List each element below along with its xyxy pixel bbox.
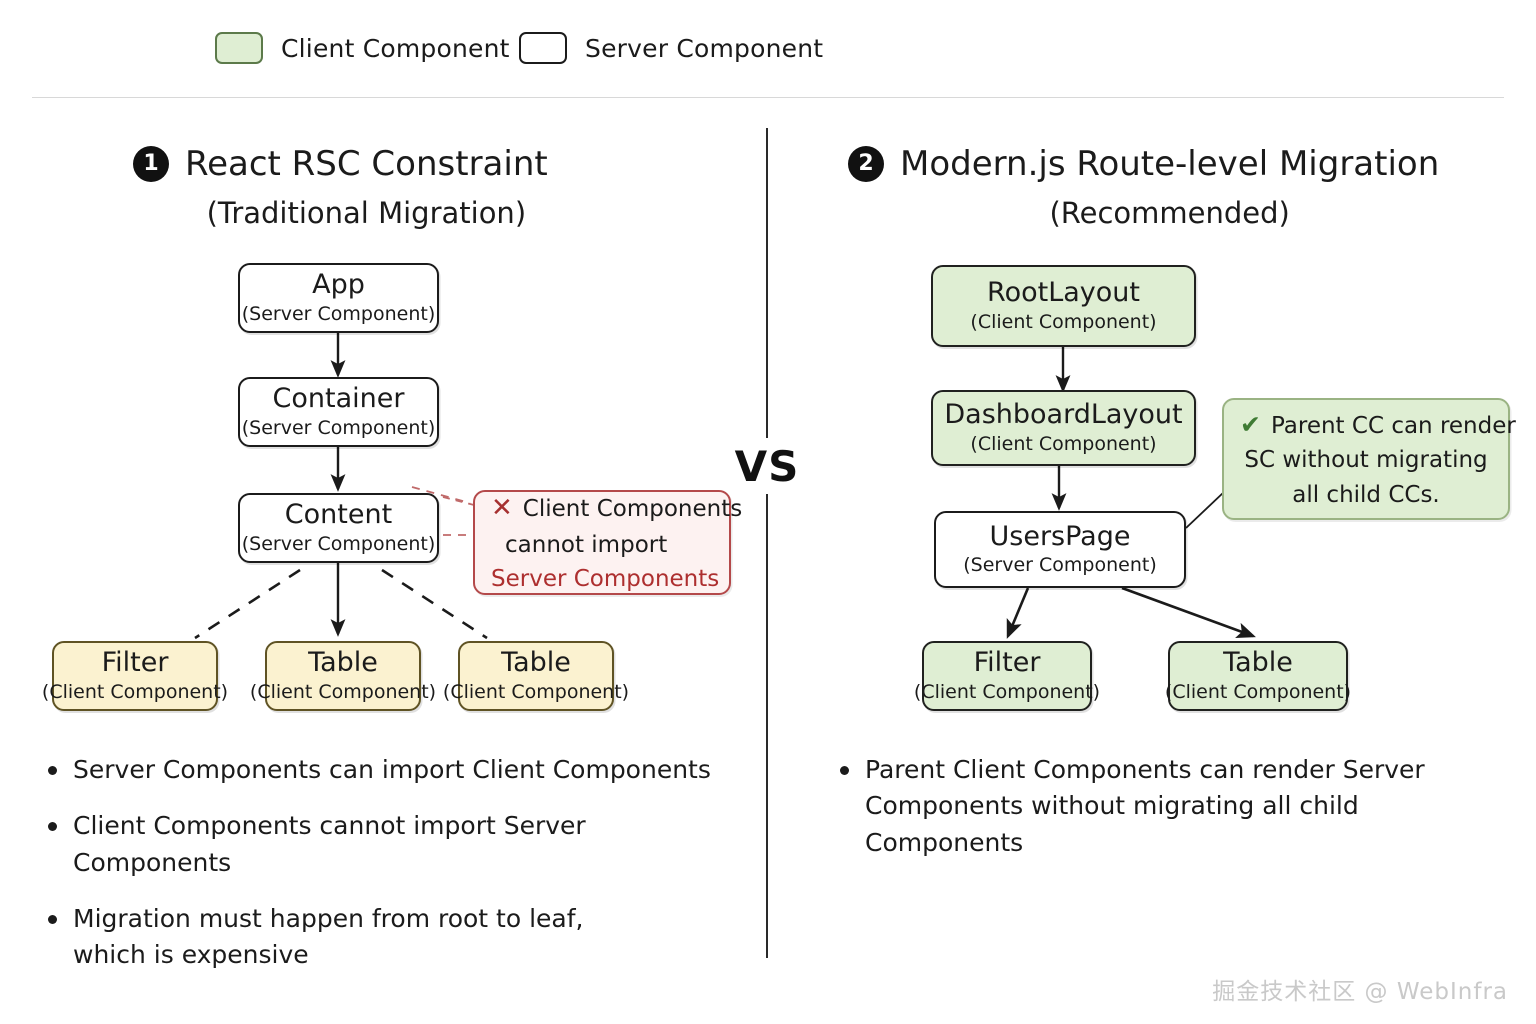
edge-userspage-to-filter — [1006, 587, 1030, 639]
column-number-badge-2: 2 — [848, 146, 884, 182]
legend-item-client: Client Component — [215, 32, 510, 64]
bullet-text: Server Components can import Client Comp… — [73, 755, 711, 784]
node-filter-left-subtitle: (Client Component) — [41, 680, 229, 703]
column-subtitle-right: (Recommended) — [1049, 196, 1290, 230]
legend-item-server: Server Component — [519, 32, 823, 64]
callout-error-line-1-text: Client Components — [522, 496, 743, 523]
bullet-text: Migration must happen from root to leaf,… — [73, 903, 584, 969]
node-table-right-title: Table — [501, 647, 571, 679]
node-app[interactable]: App (Server Component) — [238, 263, 439, 333]
node-container-subtitle: (Server Component) — [241, 416, 436, 439]
node-content-subtitle: (Server Component) — [241, 532, 436, 555]
list-item: Client Components cannot import Server C… — [48, 808, 748, 881]
node-rootlayout-subtitle: (Client Component) — [970, 310, 1157, 333]
check-icon: ✔ — [1240, 410, 1261, 440]
column-subtitle-left: (Traditional Migration) — [206, 196, 527, 230]
node-filter-right[interactable]: Filter (Client Component) — [914, 641, 1100, 711]
bullet-list-left: Server Components can import Client Comp… — [48, 752, 748, 993]
watermark: 掘金技术社区 @ WebInfra — [1212, 979, 1508, 1005]
callout-error-line-1: ✕ Client Components — [491, 489, 742, 527]
node-container[interactable]: Container (Server Component) — [238, 377, 439, 447]
callout-ok-line-1-text: Parent CC can render — [1270, 413, 1516, 440]
list-item: Parent Client Components can render Serv… — [840, 752, 1500, 861]
node-table-right-column-title: Table — [1223, 647, 1293, 679]
bullet-text: Client Components cannot import Server C… — [73, 811, 586, 877]
node-userspage-subtitle: (Server Component) — [963, 554, 1157, 577]
bullet-dot — [840, 766, 849, 775]
list-item: Migration must happen from root to leaf,… — [48, 901, 748, 974]
callout-ok-line-3: all child CCs. — [1292, 481, 1440, 508]
list-item: Server Components can import Client Comp… — [48, 752, 748, 788]
server-component-swatch-icon — [519, 32, 567, 64]
legend-label-server: Server Component — [585, 33, 824, 63]
node-content[interactable]: Content (Server Component) — [238, 493, 439, 563]
edge-content-to-table-right-dashed — [381, 568, 488, 640]
edge-userspage-to-table — [1121, 586, 1256, 639]
node-dashboardlayout[interactable]: DashboardLayout (Client Component) — [931, 390, 1196, 466]
legend-label-client: Client Component — [281, 33, 510, 63]
node-filter-right-title: Filter — [973, 647, 1041, 679]
column-divider — [766, 128, 768, 958]
node-content-title: Content — [284, 499, 393, 531]
callout-error-line-2: cannot import — [505, 531, 668, 558]
column-heading-right: 2 Modern.js Route-level Migration (Recom… — [848, 144, 1439, 230]
column-title-left: React RSC Constraint — [185, 144, 548, 184]
node-app-title: App — [312, 269, 365, 301]
bullet-list-right: Parent Client Components can render Serv… — [840, 752, 1500, 881]
bullet-dot — [48, 766, 57, 775]
vs-label: VS — [722, 438, 812, 494]
column-number-badge-1: 1 — [133, 146, 169, 182]
column-title-right: Modern.js Route-level Migration — [900, 144, 1440, 184]
node-table-right-column[interactable]: Table (Client Component) — [1164, 641, 1352, 711]
node-dashboardlayout-subtitle: (Client Component) — [970, 432, 1157, 455]
node-filter-left-title: Filter — [101, 647, 169, 679]
node-dashboardlayout-title: DashboardLayout — [944, 399, 1183, 431]
node-rootlayout[interactable]: RootLayout (Client Component) — [931, 265, 1196, 347]
node-filter-left[interactable]: Filter (Client Component) — [42, 641, 228, 711]
bullet-dot — [48, 914, 57, 924]
node-userspage[interactable]: UsersPage (Server Component) — [934, 511, 1186, 588]
bullet-text: Parent Client Components can render Serv… — [865, 755, 1425, 857]
edge-content-to-filter-dashed — [194, 568, 301, 640]
node-container-title: Container — [272, 383, 405, 415]
legend: Client Component Server Component — [0, 0, 1536, 98]
callout-error-line-3: Server Components — [491, 565, 720, 592]
cross-icon: ✕ — [491, 493, 513, 524]
callout-ok-line-2: SC without migrating — [1244, 447, 1488, 474]
edge-userspage-to-ok-callout — [1185, 491, 1225, 529]
legend-divider — [32, 97, 1504, 98]
bullet-dot — [48, 822, 57, 832]
callout-client-cannot-import-server: ✕ Client Components cannot import Server … — [473, 489, 742, 595]
node-table-middle-subtitle: (Client Component) — [249, 680, 437, 703]
node-filter-right-subtitle: (Client Component) — [913, 680, 1101, 703]
node-app-subtitle: (Server Component) — [241, 302, 436, 325]
node-table-right[interactable]: Table (Client Component) — [443, 641, 629, 711]
client-component-swatch-icon — [215, 32, 263, 64]
node-table-right-column-subtitle: (Client Component) — [1164, 680, 1352, 703]
callout-parent-cc-can-render-sc: ✔ Parent CC can render SC without migrati… — [1222, 398, 1516, 520]
node-userspage-title: UsersPage — [989, 520, 1131, 552]
node-table-right-subtitle: (Client Component) — [442, 680, 630, 703]
node-table-middle-title: Table — [308, 647, 378, 679]
node-table-middle[interactable]: Table (Client Component) — [250, 641, 436, 711]
node-rootlayout-title: RootLayout — [987, 277, 1140, 309]
column-heading-left: 1 React RSC Constraint (Traditional Migr… — [133, 144, 548, 230]
callout-ok-line-1: ✔ Parent CC can render — [1240, 406, 1516, 443]
